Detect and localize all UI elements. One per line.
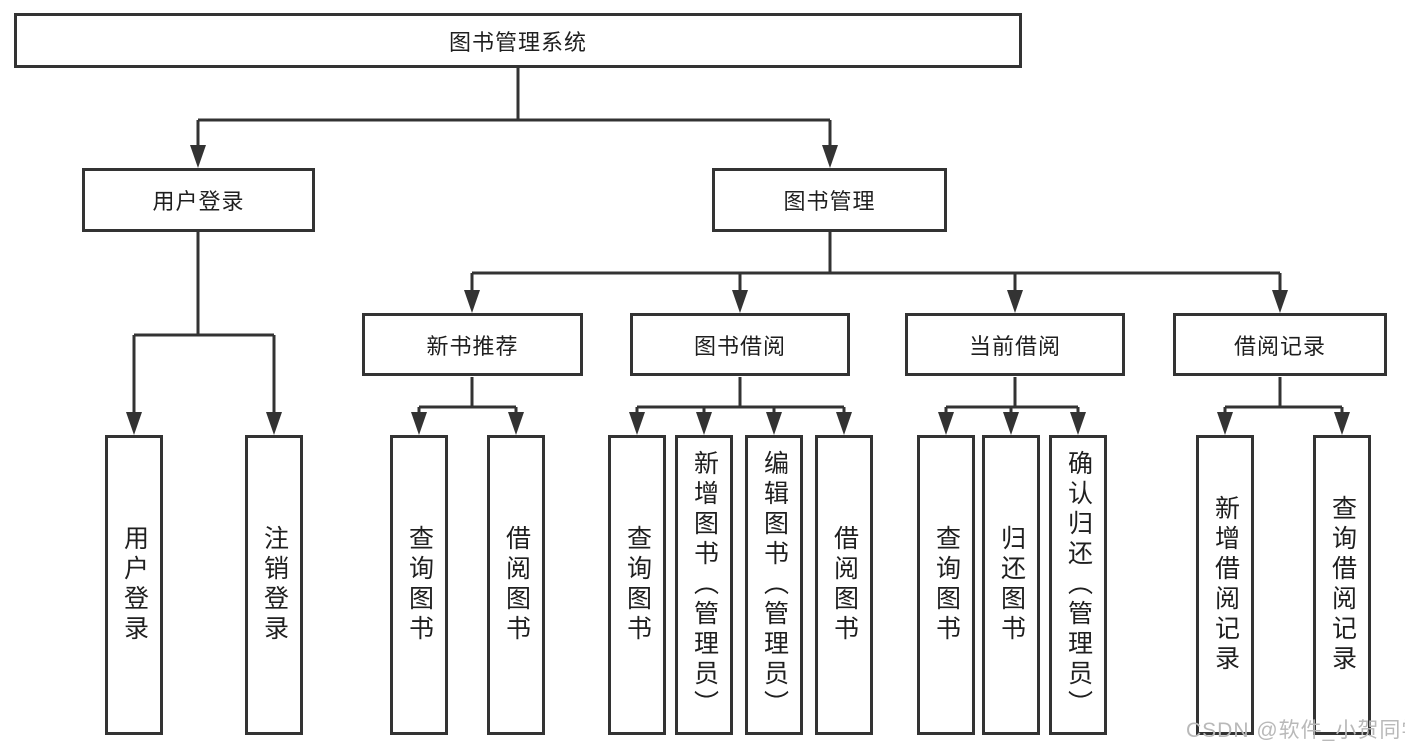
node-book-borrow: 图书借阅 <box>630 313 850 376</box>
node-new-book-recommend: 新书推荐 <box>362 313 583 376</box>
leaf-borrow-query-books: 查询图书 <box>608 435 666 735</box>
node-root: 图书管理系统 <box>14 13 1022 68</box>
leaf-newbooks-borrow-books: 借阅图书 <box>487 435 545 735</box>
node-current-borrow: 当前借阅 <box>905 313 1125 376</box>
leaf-borrow-edit-books-admin: 编辑图书（管理员） <box>745 435 803 735</box>
node-user-login: 用户登录 <box>82 168 315 232</box>
node-borrow-records: 借阅记录 <box>1173 313 1387 376</box>
leaf-user-login: 用户登录 <box>105 435 163 735</box>
leaf-records-query-record: 查询借阅记录 <box>1313 435 1371 735</box>
csdn-watermark: CSDN @软件_小贺同学 <box>1186 719 1405 742</box>
leaf-logout: 注销登录 <box>245 435 303 735</box>
leaf-newbooks-query-books: 查询图书 <box>390 435 448 735</box>
leaf-current-query-books: 查询图书 <box>917 435 975 735</box>
leaf-current-confirm-return-admin: 确认归还（管理员） <box>1049 435 1107 735</box>
leaf-current-return-books: 归还图书 <box>982 435 1040 735</box>
leaf-borrow-borrow-books: 借阅图书 <box>815 435 873 735</box>
node-book-management: 图书管理 <box>712 168 947 232</box>
leaf-records-add-record: 新增借阅记录 <box>1196 435 1254 735</box>
leaf-borrow-add-books-admin: 新增图书（管理员） <box>675 435 733 735</box>
